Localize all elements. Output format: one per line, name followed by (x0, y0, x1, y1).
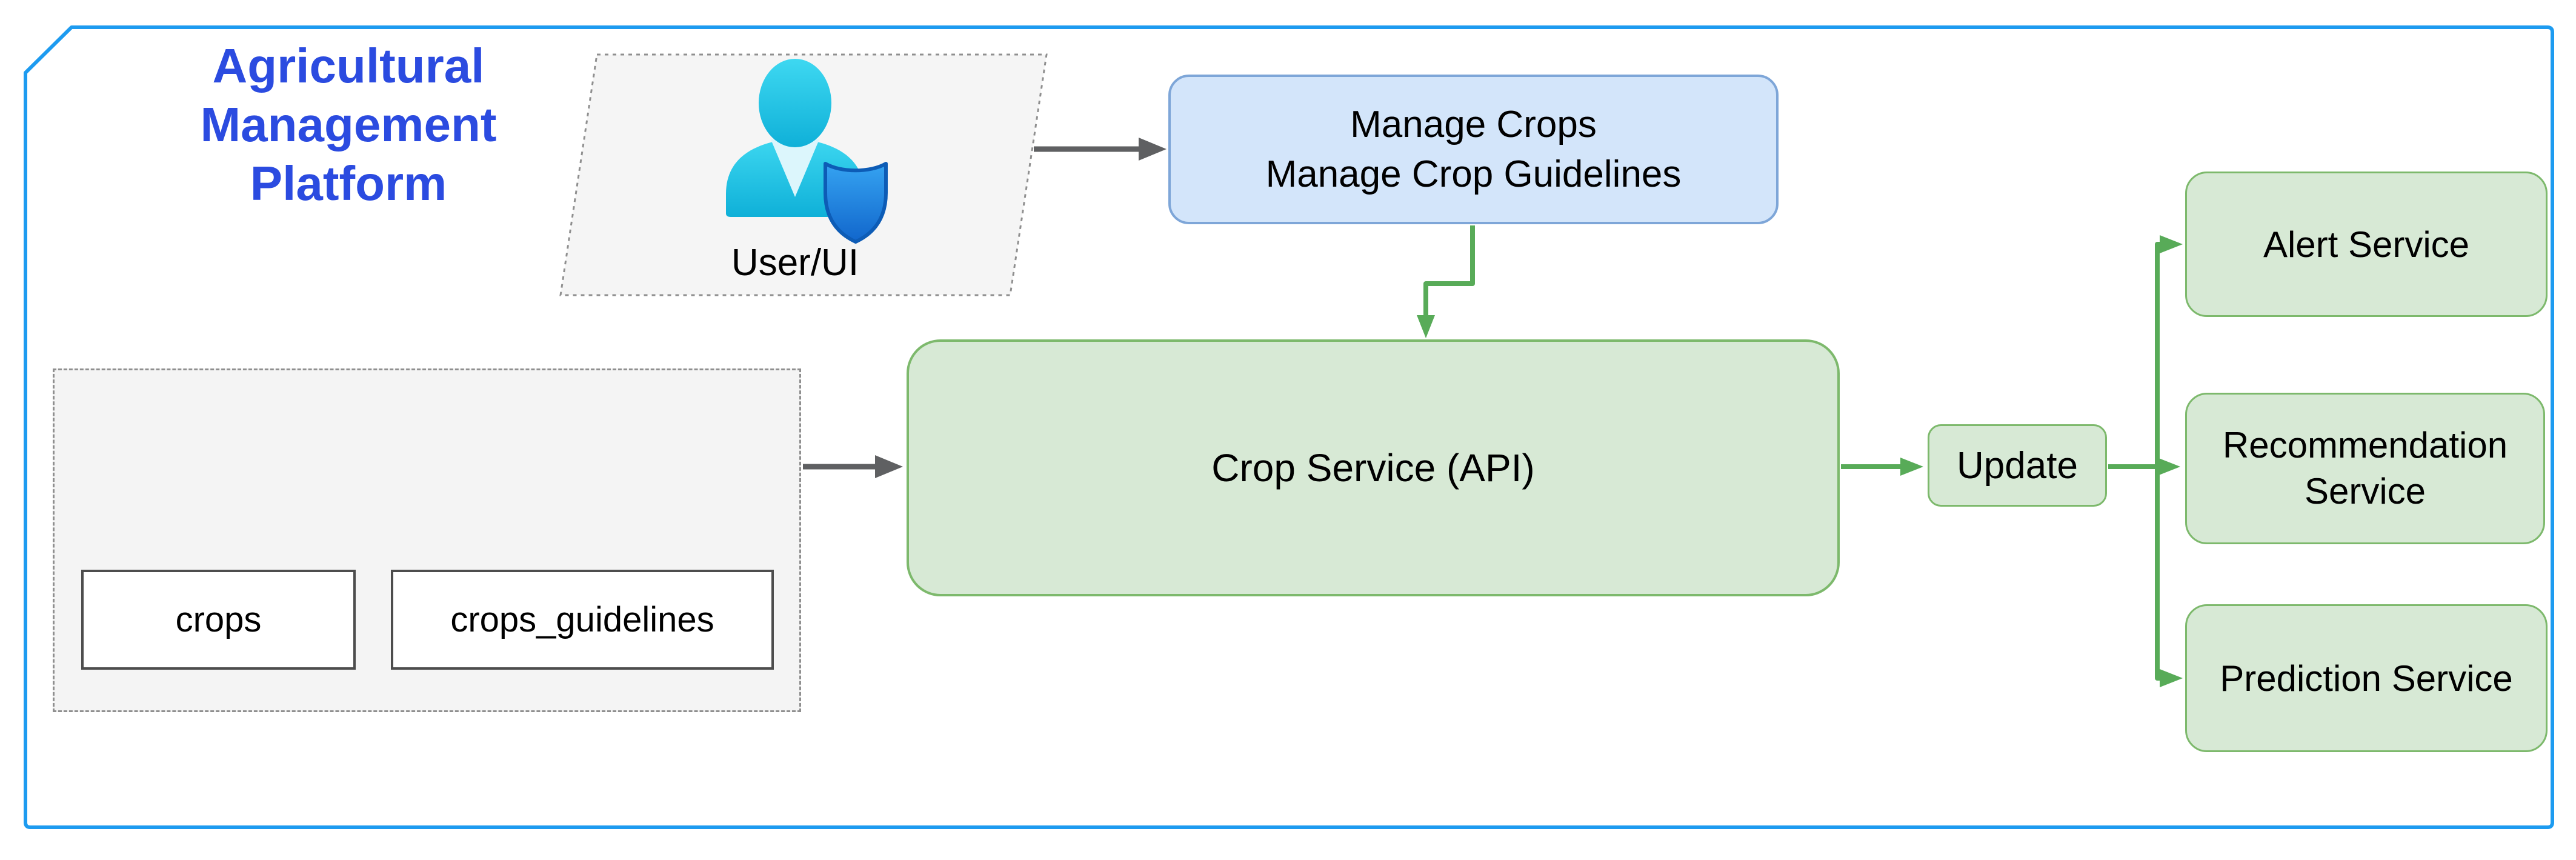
update-label: Update (1957, 444, 2078, 487)
arrow-branch-to-alert (2155, 235, 2183, 467)
user-ui-label-text: User/UI (731, 241, 859, 284)
arrow-manage-to-cropservice (1417, 225, 1475, 338)
node-crop-service: Crop Service (API) (907, 339, 1840, 596)
manage-crops-line1: Manage Crops (1350, 103, 1597, 145)
table-crops-label: crops (175, 600, 262, 639)
user-ui-label: User/UI (674, 241, 916, 284)
table-crops-guidelines-label: crops_guidelines (450, 600, 714, 639)
user-shield-icon (726, 59, 888, 244)
alert-service-label: Alert Service (2263, 224, 2470, 265)
table-crops-guidelines: crops_guidelines (391, 570, 774, 670)
node-update: Update (1928, 424, 2107, 507)
node-recommendation-service: Recommendation Service (2185, 393, 2545, 544)
arrow-branch-to-prediction (2155, 467, 2183, 687)
node-manage-crops: Manage Crops Manage Crop Guidelines (1168, 75, 1779, 224)
crop-service-label: Crop Service (API) (1211, 446, 1535, 490)
table-crops: crops (81, 570, 356, 670)
node-prediction-service: Prediction Service (2185, 604, 2548, 752)
recommendation-service-label: Recommendation Service (2222, 425, 2508, 512)
prediction-service-label: Prediction Service (2220, 658, 2513, 699)
manage-crops-line2: Manage Crop Guidelines (1265, 153, 1682, 195)
node-alert-service: Alert Service (2185, 172, 2548, 317)
platform-frame-border (24, 25, 2554, 829)
diagram-title: Agricultural Management Platform (200, 39, 497, 210)
